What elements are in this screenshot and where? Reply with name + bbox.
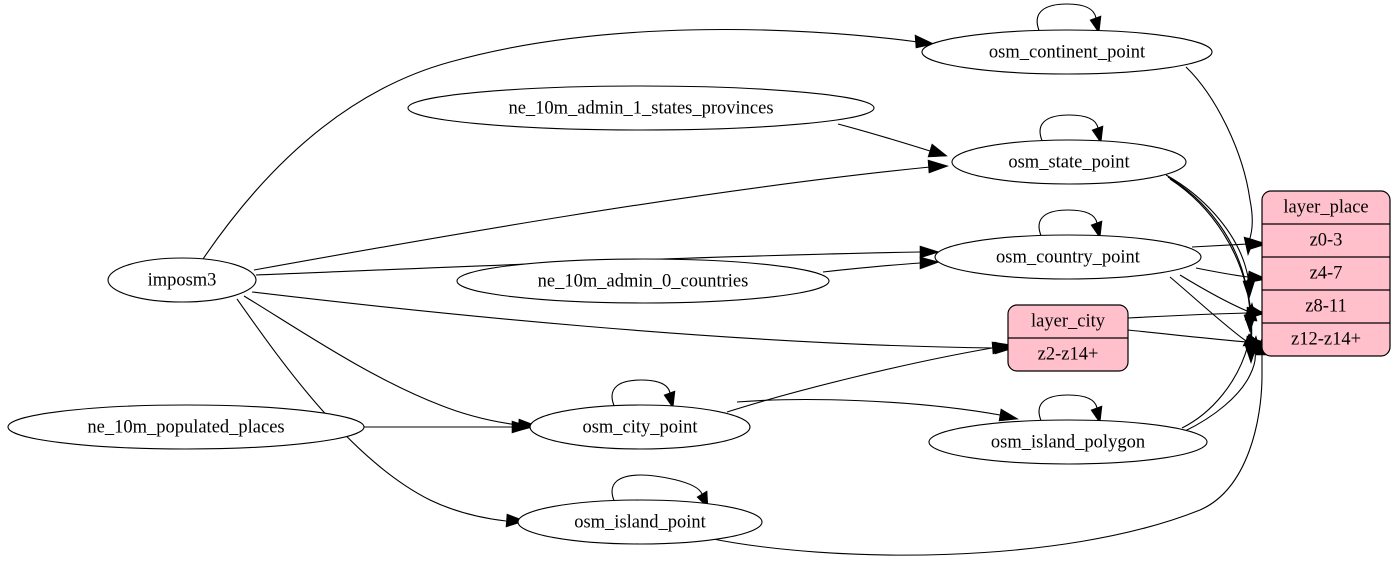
node-label: osm_island_polygon bbox=[991, 432, 1145, 452]
node-osm_island_point[interactable]: osm_island_point bbox=[517, 499, 763, 545]
arrowhead bbox=[663, 390, 676, 409]
layer_place-row-z12-z14plus[interactable]: z12-z14+ bbox=[1291, 329, 1361, 349]
node-label: osm_state_point bbox=[1008, 152, 1130, 172]
layer_place-box bbox=[1261, 190, 1391, 357]
node-shape bbox=[107, 257, 257, 303]
arrowhead bbox=[1090, 405, 1103, 424]
edge-layer_city-to-layer_place-z12-z14 bbox=[1127, 329, 1248, 343]
arrowhead bbox=[998, 408, 1019, 422]
edge-osm_island_polygon-to-layer_place-z12-z14 bbox=[1184, 351, 1256, 432]
node-shape bbox=[951, 139, 1187, 185]
node-osm_continent_point[interactable]: osm_continent_point bbox=[921, 29, 1213, 75]
edge-osm_country_point-to-layer_place-z8-11 bbox=[1179, 274, 1248, 312]
node-ne_10m_admin_0_countries[interactable]: ne_10m_admin_0_countries bbox=[456, 258, 830, 304]
edge-self-osm_country_point bbox=[1038, 209, 1098, 239]
arrowhead bbox=[511, 420, 532, 434]
arrowhead bbox=[1247, 237, 1268, 251]
edge-self-osm_island_polygon bbox=[1038, 394, 1098, 424]
node-shape bbox=[928, 419, 1208, 465]
record-node-layer: layer_place z0-3 z4-7 z8-11 z12-z14+ lay… bbox=[1007, 190, 1391, 372]
arrowhead bbox=[505, 513, 526, 528]
edge-self-osm_city_point bbox=[611, 379, 671, 409]
edge-imposm3-to-osm_state_point bbox=[253, 166, 931, 271]
node-shape bbox=[407, 85, 875, 131]
layer_city-title: layer_city bbox=[1031, 311, 1106, 331]
arrowhead bbox=[927, 143, 948, 158]
arrowhead bbox=[1089, 15, 1102, 34]
edge-self-osm_island_point bbox=[611, 474, 703, 504]
layer_place-row-z8-11[interactable]: z8-11 bbox=[1305, 296, 1346, 316]
node-layer: imposm3 ne_10m_admin_1_states_provinces … bbox=[7, 29, 1213, 545]
edge-imposm3-to-layer_city bbox=[251, 291, 996, 349]
edge-osm_state_point-to-layer_place-z12-z14 bbox=[1169, 178, 1253, 347]
edge-osm_country_point-to-layer_place-z12-z14 bbox=[1169, 276, 1247, 342]
node-layer_place[interactable]: layer_place z0-3 z4-7 z8-11 z12-z14+ bbox=[1261, 190, 1391, 357]
edge-layer_city-to-layer_place-z8-11 bbox=[1127, 312, 1248, 319]
node-osm_island_polygon[interactable]: osm_island_polygon bbox=[928, 419, 1208, 465]
node-ne_10m_populated_places[interactable]: ne_10m_populated_places bbox=[7, 404, 365, 450]
node-osm_state_point[interactable]: osm_state_point bbox=[951, 139, 1187, 185]
layer_city-row-z2-z14plus[interactable]: z2-z14+ bbox=[1038, 344, 1099, 364]
node-layer_city[interactable]: layer_city z2-z14+ bbox=[1007, 304, 1129, 372]
edge-osm_continent_point-to-layer_place-z0-3 bbox=[1185, 66, 1253, 242]
node-imposm3[interactable]: imposm3 bbox=[107, 257, 257, 303]
node-shape bbox=[529, 404, 751, 450]
layer_place-row-z0-3[interactable]: z0-3 bbox=[1310, 230, 1343, 250]
node-osm_country_point[interactable]: osm_country_point bbox=[934, 234, 1202, 280]
edge-self-osm_state_point bbox=[1039, 114, 1099, 144]
node-label: ne_10m_admin_0_countries bbox=[538, 271, 749, 291]
edge-imposm3-to-osm_island_point bbox=[236, 298, 507, 522]
edge-osm_country_point-to-layer_place-z4-7 bbox=[1195, 267, 1249, 278]
edge-osm_city_point-to-osm_island_polygon bbox=[736, 399, 1001, 416]
node-label: ne_10m_populated_places bbox=[87, 417, 284, 437]
node-shape bbox=[934, 234, 1202, 280]
edge-osm_island_polygon-to-layer_place-z8-11 bbox=[1181, 318, 1253, 429]
arrowhead bbox=[1090, 220, 1103, 239]
layer_place-row-z4-7[interactable]: z4-7 bbox=[1310, 263, 1343, 283]
layer_place-title: layer_place bbox=[1283, 197, 1368, 217]
arrowhead bbox=[927, 159, 949, 174]
arrowhead bbox=[1244, 302, 1258, 322]
node-label: osm_city_point bbox=[582, 417, 698, 437]
node-shape bbox=[517, 499, 763, 545]
node-label: imposm3 bbox=[148, 270, 217, 290]
edge-osm_country_point-to-layer_place-z0-3 bbox=[1191, 243, 1249, 248]
edge-imposm3-to-osm_continent_point bbox=[202, 28, 919, 260]
edge-osm_city_point-to-layer_city bbox=[726, 347, 993, 413]
node-label: ne_10m_admin_1_states_provinces bbox=[508, 98, 773, 118]
edge-self-osm_continent_point bbox=[1036, 3, 1097, 34]
arrowhead bbox=[919, 256, 940, 270]
edge-layer bbox=[202, 3, 1269, 556]
node-shape bbox=[921, 29, 1213, 75]
node-label: osm_island_point bbox=[574, 512, 706, 532]
arrowhead bbox=[991, 341, 1014, 355]
node-osm_city_point[interactable]: osm_city_point bbox=[529, 404, 751, 450]
node-shape bbox=[456, 258, 830, 304]
node-label: osm_country_point bbox=[996, 247, 1141, 267]
edge-osm_state_point-to-layer_place-z4-7 bbox=[1165, 174, 1250, 282]
node-label: osm_continent_point bbox=[989, 42, 1146, 62]
node-ne_10m_admin_1_states_provinces[interactable]: ne_10m_admin_1_states_provinces bbox=[407, 85, 875, 131]
edge-osm_island_point-to-layer_place-z12-z14 bbox=[707, 354, 1263, 556]
edge-imposm3-to-osm_city_point bbox=[243, 295, 519, 426]
arrowhead bbox=[1091, 125, 1104, 144]
edge-ne_10m_admin_0_countries-to-osm_country_point bbox=[822, 262, 921, 273]
arrowhead bbox=[919, 245, 940, 259]
node-shape bbox=[7, 404, 365, 450]
edge-ne_10m_admin_1_states_provinces-to-osm_state_point bbox=[837, 123, 931, 152]
